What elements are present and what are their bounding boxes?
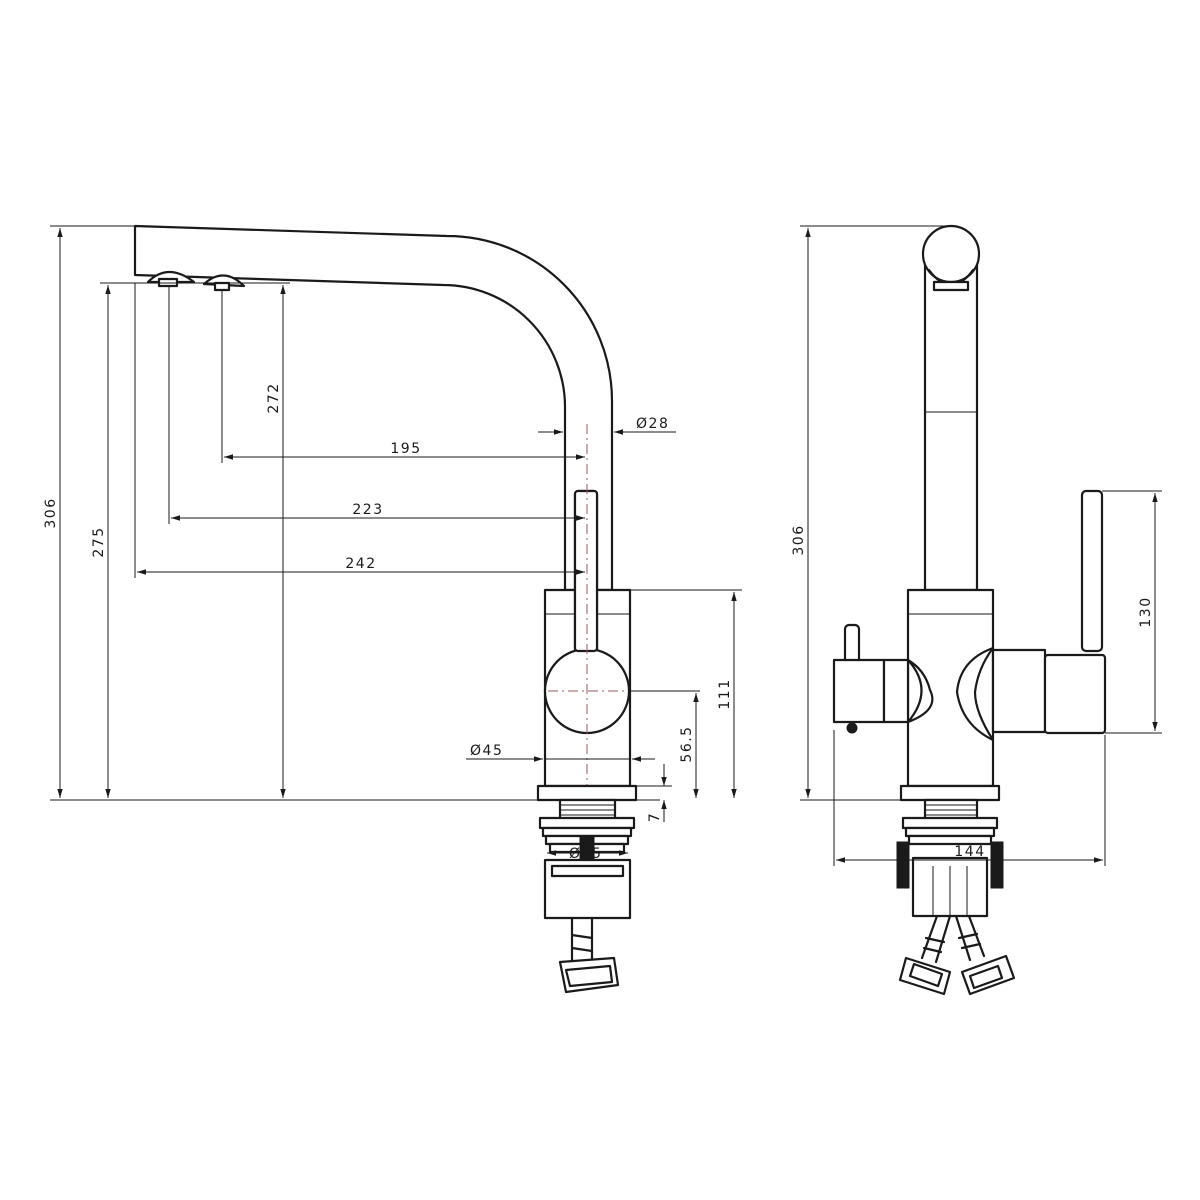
- supply-hose-right: [954, 914, 986, 962]
- supply-hose: [570, 916, 594, 962]
- dim-242: 242: [345, 556, 376, 572]
- mount-stud-right: [990, 841, 1004, 889]
- front-view-dimensions: 306 130 144: [791, 225, 1162, 866]
- spout-outline: [133, 224, 614, 592]
- filter-knob: [832, 658, 886, 724]
- dim-195: 195: [390, 441, 421, 457]
- supply-hose-left: [920, 914, 952, 964]
- lever-handle-top: [573, 489, 599, 653]
- dim-diameter-35: Ø35: [569, 846, 602, 862]
- aerator-right-nozzle: [213, 281, 231, 292]
- dim-7: 7: [647, 812, 663, 822]
- mount-washer: [538, 816, 636, 830]
- dim-130: 130: [1138, 596, 1154, 627]
- spout-tube: [923, 250, 979, 592]
- dim-56-5: 56.5: [679, 725, 695, 762]
- front-view: [832, 224, 1107, 996]
- base-flange: [536, 784, 638, 802]
- valve-cut-left: [906, 658, 934, 724]
- lever-handle-front: [1080, 489, 1104, 653]
- dim-275: 275: [91, 526, 107, 557]
- side-view: [133, 224, 638, 994]
- dim-111: 111: [717, 678, 733, 709]
- dim-diameter-28: Ø28: [636, 416, 669, 432]
- valve-cut-right: [955, 646, 995, 742]
- handle-hub: [991, 648, 1047, 734]
- dim-144: 144: [954, 844, 985, 860]
- base-flange-front: [899, 784, 1001, 802]
- dim-diameter-45: Ø45: [470, 743, 503, 759]
- dim-306-front: 306: [791, 524, 807, 555]
- mount-stud-left: [896, 841, 910, 889]
- side-view-dimensions: 306 275 272 Ø28 195 223 242 111 56.5: [43, 225, 742, 862]
- dim-306-side: 306: [43, 497, 59, 528]
- dim-272: 272: [266, 382, 282, 413]
- dim-223: 223: [352, 502, 383, 518]
